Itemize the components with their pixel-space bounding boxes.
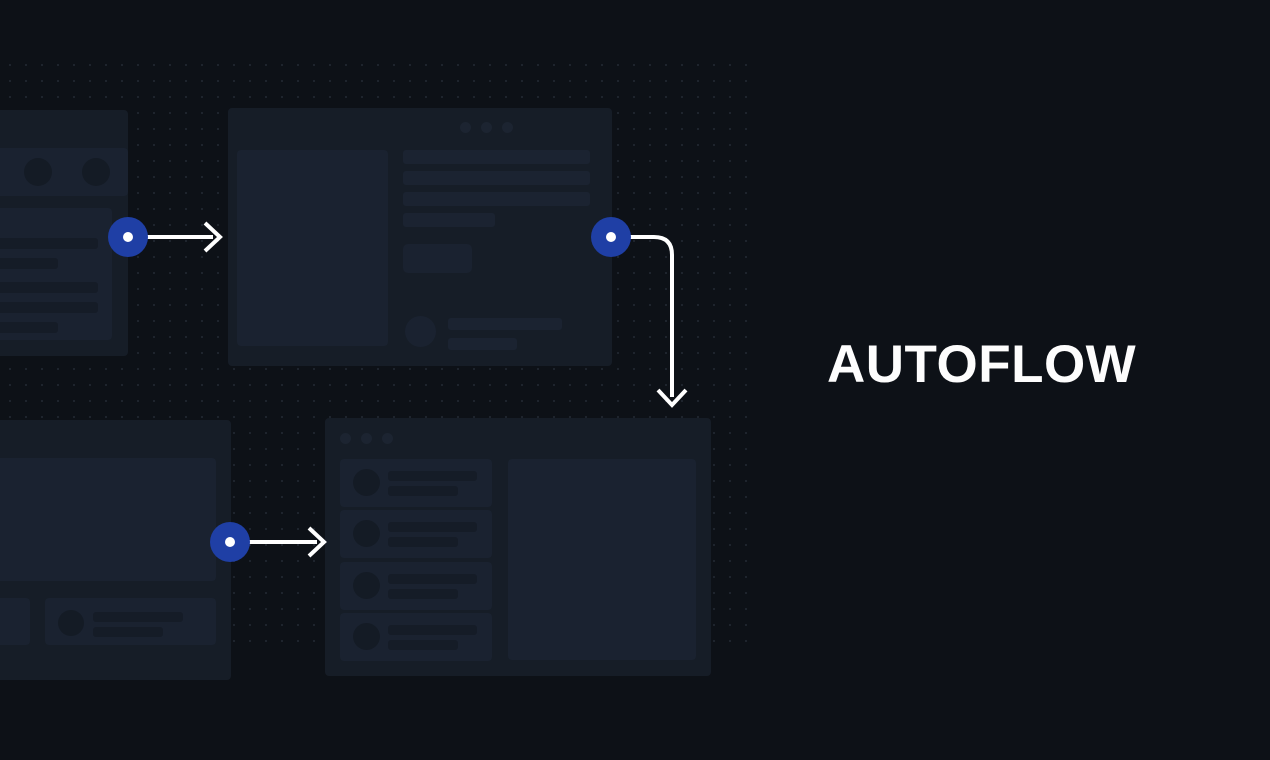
article-author-avatar xyxy=(405,316,436,347)
article-text-bar xyxy=(403,171,590,185)
list-item-title-bar xyxy=(388,471,477,481)
window-dot-close xyxy=(340,433,351,444)
flow-node-top-left[interactable] xyxy=(108,217,148,257)
mockup-card-article xyxy=(228,108,612,366)
flow-node-bottom-left[interactable] xyxy=(210,522,250,562)
list-item-subtitle-bar xyxy=(388,640,458,650)
profile-avatar-c xyxy=(82,158,110,186)
article-cta-button[interactable] xyxy=(403,244,472,273)
window-dot-maximize xyxy=(382,433,393,444)
list-item-subtitle-bar xyxy=(388,486,458,496)
article-image-placeholder xyxy=(237,150,388,346)
media-avatar xyxy=(58,610,84,636)
list-item-title-bar xyxy=(388,522,477,532)
connector-elbow-path xyxy=(611,235,674,397)
mockup-card-list xyxy=(325,418,711,676)
window-dot-maximize xyxy=(502,122,513,133)
list-item-subtitle-bar xyxy=(388,589,458,599)
profile-text-bar xyxy=(0,282,98,293)
article-text-bar xyxy=(403,213,495,227)
list-item-avatar xyxy=(353,469,380,496)
profile-body-panel xyxy=(0,208,112,340)
media-text-bar xyxy=(93,612,183,622)
list-item-title-bar xyxy=(388,574,477,584)
list-item[interactable] xyxy=(340,562,492,610)
profile-text-bar xyxy=(0,302,98,313)
flow-node-center-right[interactable] xyxy=(591,217,631,257)
list-item[interactable] xyxy=(340,459,492,507)
media-text-bar xyxy=(93,627,163,637)
window-controls xyxy=(340,433,393,444)
list-item-title-bar xyxy=(388,625,477,635)
window-controls xyxy=(460,122,513,133)
window-dot-close xyxy=(460,122,471,133)
media-thumb-square xyxy=(0,598,30,645)
mockup-card-media xyxy=(0,420,231,680)
article-author-meta-bar xyxy=(448,338,517,350)
window-dot-minimize xyxy=(361,433,372,444)
list-item[interactable] xyxy=(340,510,492,558)
media-large-panel xyxy=(0,458,216,581)
profile-text-bar xyxy=(0,258,58,269)
profile-avatar-b xyxy=(24,158,52,186)
window-dot-minimize xyxy=(481,122,492,133)
article-text-bar xyxy=(403,192,590,206)
list-item-subtitle-bar xyxy=(388,537,458,547)
list-item-avatar xyxy=(353,572,380,599)
mockup-card-profile xyxy=(0,110,128,356)
list-item[interactable] xyxy=(340,613,492,661)
article-text-bar xyxy=(403,150,590,164)
list-detail-panel xyxy=(508,459,696,660)
list-item-avatar xyxy=(353,520,380,547)
article-author-name-bar xyxy=(448,318,562,330)
profile-text-bar xyxy=(0,322,58,333)
profile-text-bar xyxy=(0,238,98,249)
list-item-avatar xyxy=(353,623,380,650)
brand-wordmark: AUTOFLOW xyxy=(827,335,1137,394)
